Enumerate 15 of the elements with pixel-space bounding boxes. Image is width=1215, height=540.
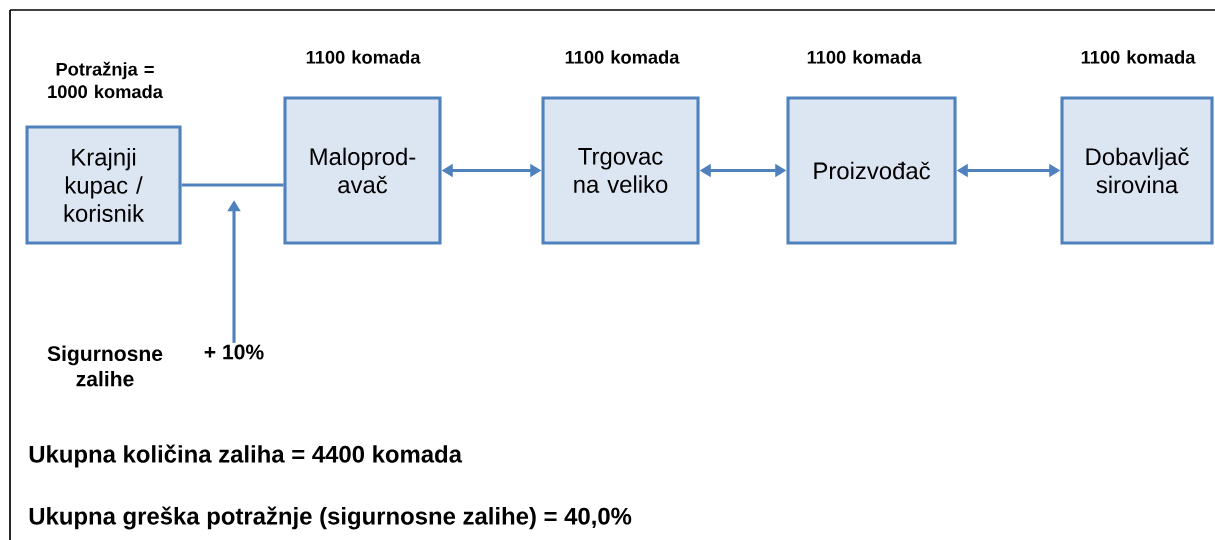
connector-line	[181, 183, 284, 187]
quantity-label: 1100 komada	[306, 50, 421, 64]
quantity-label: Potražnja = 1000 komada	[48, 61, 163, 99]
process-box: Trgovac na veliko	[541, 96, 700, 245]
percent-label: + 10%	[204, 344, 264, 360]
process-box: Proizvođač	[786, 96, 957, 245]
process-box: Krajnji kupac / korisnik	[25, 125, 182, 245]
quantity-label: 1100 komada	[1081, 50, 1196, 64]
process-box: Dobavljač sirovina	[1060, 96, 1214, 245]
quantity-label: 1100 komada	[807, 50, 922, 64]
quantity-label: 1100 komada	[565, 50, 680, 64]
process-box: Maloprod- avač	[283, 96, 442, 245]
summary-text: Ukupna greška potražnje (sigurnosne zalihe) = 40,0%	[29, 506, 632, 530]
stock-label: Sigurnosne zalihe	[47, 345, 163, 387]
summary-text: Ukupna količina zaliha = 4400 komada	[29, 444, 463, 468]
